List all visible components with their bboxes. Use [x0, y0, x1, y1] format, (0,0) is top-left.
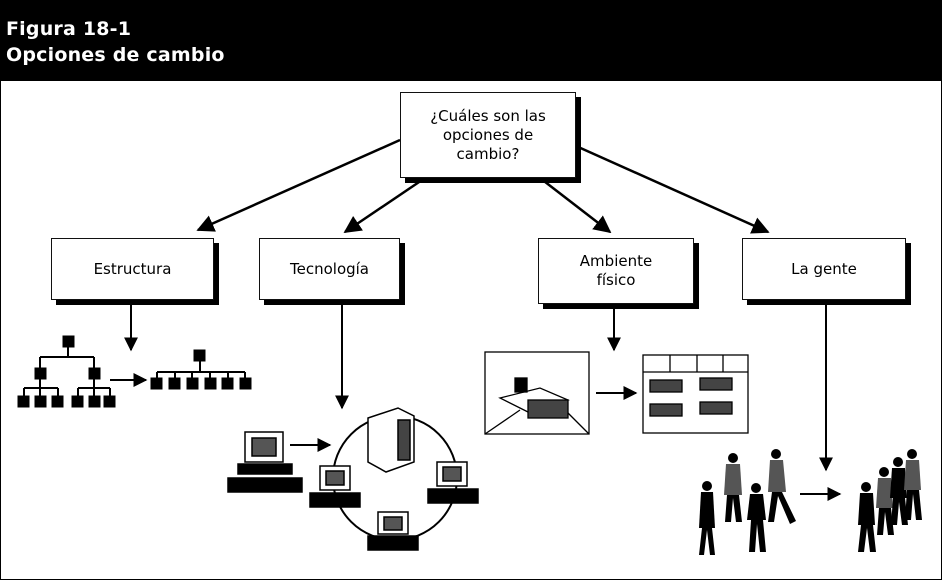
option-box-ambiente: Ambiente físico — [538, 238, 694, 304]
figure-title: Opciones de cambio — [6, 44, 225, 66]
client-bottom — [367, 511, 419, 551]
technology-illustration — [227, 407, 479, 551]
standalone-computer — [227, 431, 303, 493]
arrow-to-estructura — [196, 138, 401, 232]
figure-header: Figura 18-1 Opciones de cambio — [0, 0, 942, 81]
option-box-gente: La gente — [742, 238, 906, 300]
root-question-box: ¿Cuáles son las opciones de cambio? — [400, 92, 576, 178]
arrow-to-tecnologia — [343, 176, 426, 234]
option-box-estructura: Estructura — [51, 238, 214, 300]
client-left — [309, 465, 361, 508]
option-box-tecnologia: Tecnología — [259, 238, 400, 300]
figure-number: Figura 18-1 — [6, 18, 132, 40]
down-arrows — [124, 300, 833, 472]
arrow-to-gente — [575, 144, 770, 234]
group-after — [858, 449, 922, 552]
arrow-to-ambiente — [539, 177, 612, 234]
client-right — [427, 461, 479, 504]
group-before — [699, 449, 796, 555]
org-chart-illustration — [17, 335, 252, 408]
physical-environment-illustration — [484, 351, 749, 435]
people-illustration — [699, 449, 922, 555]
server — [367, 407, 415, 473]
root-arrows — [196, 138, 770, 234]
